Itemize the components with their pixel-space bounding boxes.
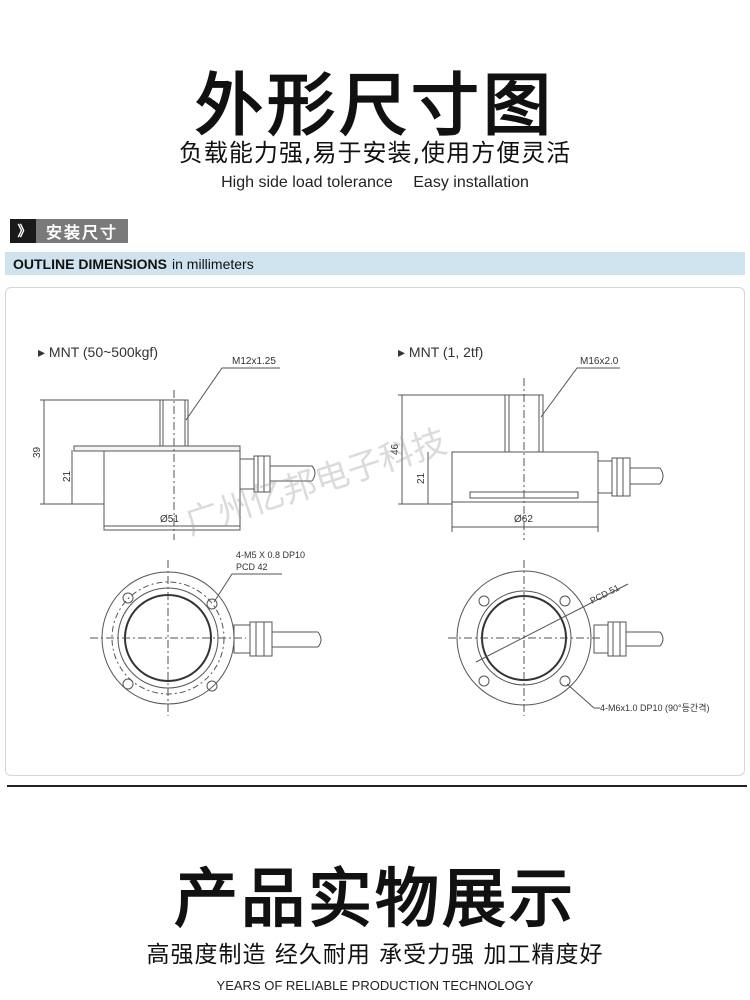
right-diameter: Ø62 [514,514,533,525]
tagline-right: Easy installation [413,174,529,191]
right-cable-gland [597,460,613,494]
right-thread-leader [540,367,620,418]
showcase-title: 产品实物展示 [174,863,576,937]
right-mount-hole [478,595,490,607]
tagline-left: High side load tolerance [221,174,393,191]
right-holes-spec: 4-M6x1.0 DP10 (90°등간격) [600,702,709,713]
section-header: 》 安装尺寸 [10,219,129,243]
right-drawing-heading: ▸ MNT (1, 2tf) [398,344,483,360]
right-pcd: PCD 51 [588,583,621,606]
left-drawing-heading: ▸ MNT (50~500kgf) [38,344,158,360]
dimensions-bar-title: OUTLINE DIMENSIONS [13,255,168,272]
english-tagline: High side load tolerance Easy installati… [0,174,750,192]
right-body-outline [451,451,599,503]
dimensions-bar-unit: in millimeters [172,255,254,272]
divider-rule [7,785,747,787]
left-height-total: 39 [32,446,43,458]
left-holes-spec: 4-M5 X 0.8 DP10 [236,550,305,560]
watermark: 广州亿邦电子科技 [180,421,451,543]
drawing-panel [5,287,745,776]
left-holes-leader [213,573,282,603]
page-title: 外形尺寸图 [194,67,555,146]
right-thread-label: M16x2.0 [580,356,619,367]
right-holes-leader [566,683,600,709]
left-height-body: 21 [62,470,73,482]
left-mount-hole [122,592,134,604]
right-height-body: 21 [416,472,427,484]
chevron-icon: 》 [10,219,36,243]
left-diameter: Ø51 [160,514,179,525]
dimensions-bar: OUTLINE DIMENSIONS in millimeters [5,252,745,275]
section-label: 安装尺寸 [36,219,129,243]
left-pcd: PCD 42 [236,562,268,572]
left-flange [73,445,241,452]
page-subtitle: 负载能力强,易于安装,使用方便灵活 [178,139,572,167]
left-thread-leader [185,367,280,421]
showcase-subtitle: 高强度制造 经久耐用 承受力强 加工精度好 [146,942,604,968]
showcase-tagline: YEARS OF RELIABLE PRODUCTION TECHNOLOGY [216,978,534,993]
right-height-total: 46 [390,443,401,455]
left-thread-label: M12x1.25 [232,356,276,367]
technical-drawing: ▸ MNT (50~500kgf) M12x1.25 39 21 Ø51 4-M… [32,344,709,716]
